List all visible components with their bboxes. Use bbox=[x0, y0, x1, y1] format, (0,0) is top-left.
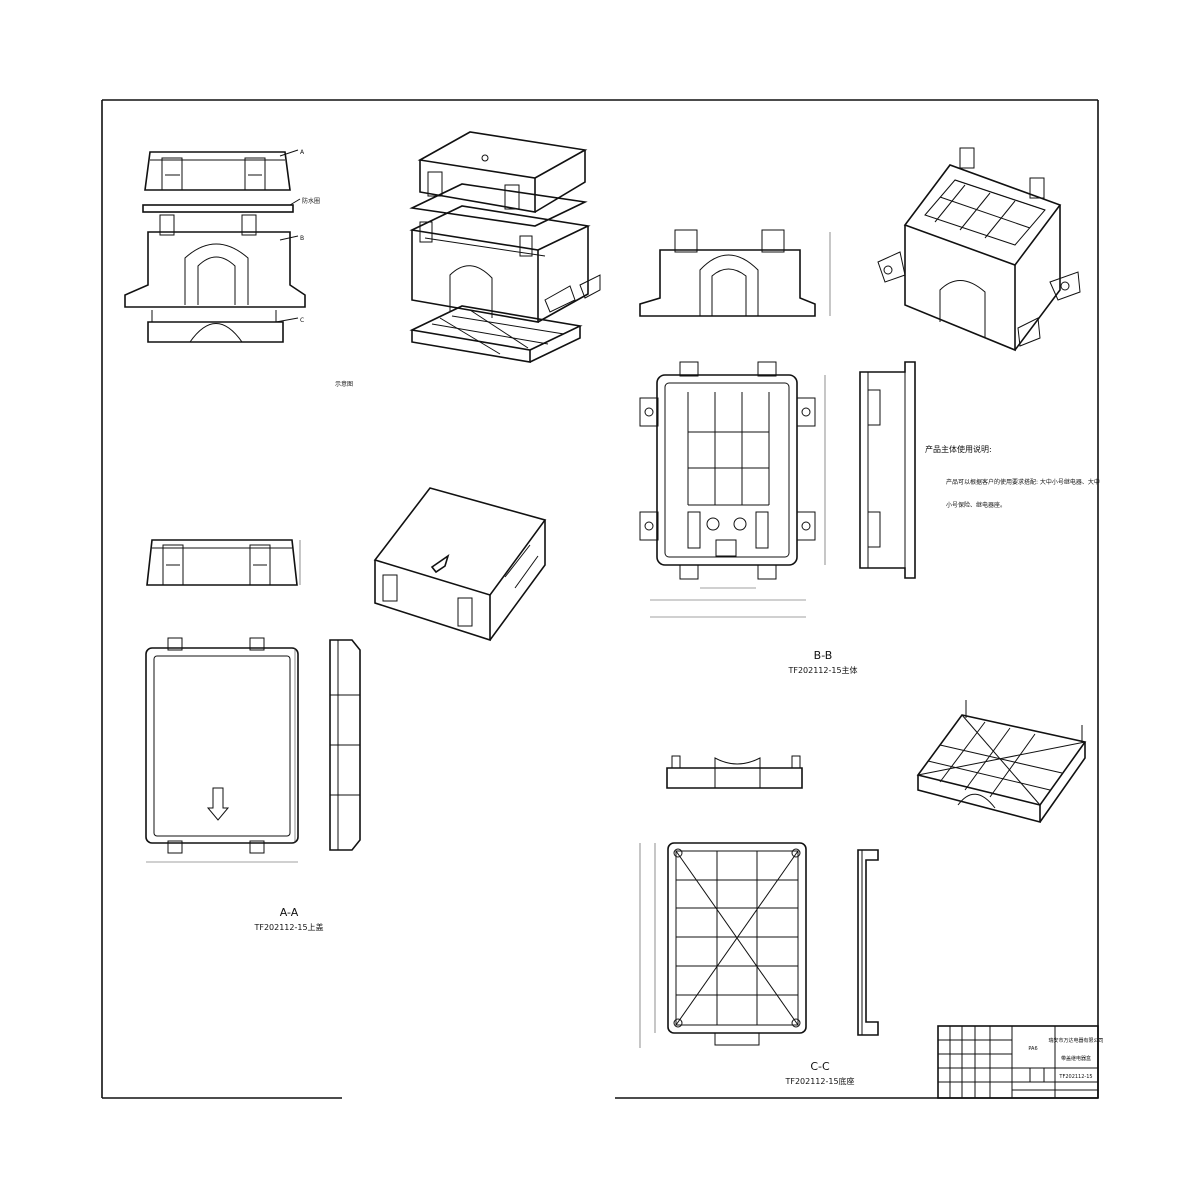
body-front-view bbox=[639, 229, 831, 317]
title-block-product-name: 带盖继电器盒 bbox=[1061, 1055, 1091, 1062]
aa-part-label: TF202112-15上盖 bbox=[253, 922, 323, 932]
cc-section-label: C-C bbox=[810, 1060, 830, 1073]
body-isometric-view bbox=[877, 147, 1081, 352]
lid-isometric-view bbox=[373, 487, 547, 642]
body-side-view bbox=[859, 361, 916, 579]
sheet-border bbox=[101, 99, 1099, 1099]
notes-line-1: 产品可以根据客户的使用要求搭配: 大中小号继电器、大中 bbox=[946, 478, 1100, 486]
base-side-view bbox=[857, 849, 879, 1036]
bb-part-label: TF202112-15主体 bbox=[787, 665, 857, 675]
lid-side-view bbox=[329, 639, 361, 851]
exploded-front-view bbox=[124, 149, 306, 343]
base-front-view bbox=[666, 755, 803, 789]
body-top-view bbox=[639, 361, 826, 618]
lid-top-view bbox=[145, 637, 299, 863]
cc-part-label: TF202112-15底座 bbox=[784, 1076, 854, 1086]
title-block-material: PA6 bbox=[1028, 1046, 1037, 1052]
callout-c: C bbox=[300, 317, 304, 324]
callout-a: A bbox=[300, 149, 305, 156]
base-isometric-view bbox=[916, 700, 1087, 824]
notes-line-2: 小号保险、继电器座。 bbox=[946, 501, 1006, 509]
schematic-caption: 示意图 bbox=[335, 380, 353, 388]
callout-seal: 防水圈 bbox=[302, 197, 320, 205]
bb-section-label: B-B bbox=[814, 649, 833, 662]
title-block-company: 瑞安市万达电器有限公司 bbox=[1048, 1037, 1103, 1044]
base-top-view bbox=[639, 842, 807, 1048]
aa-section-label: A-A bbox=[280, 906, 299, 919]
title-block bbox=[937, 1025, 1099, 1099]
exploded-isometric-view bbox=[409, 131, 601, 363]
title-block-drawing-number: TF202112-15 bbox=[1058, 1074, 1092, 1080]
notes-heading: 产品主体使用说明: bbox=[925, 444, 992, 454]
lid-front-view bbox=[146, 539, 301, 586]
callout-b: B bbox=[300, 235, 304, 242]
